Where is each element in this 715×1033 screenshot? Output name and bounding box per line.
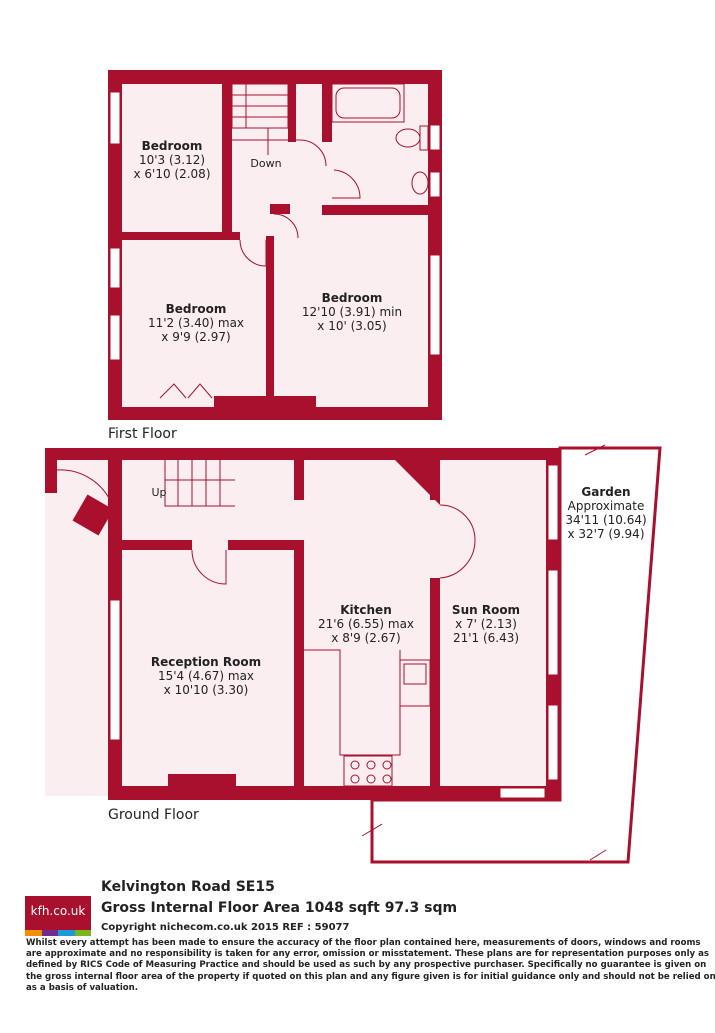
room-name: Reception Room (151, 655, 261, 669)
room-name: Kitchen (340, 603, 392, 617)
room-subtitle: Approximate (568, 499, 645, 513)
room-name: Sun Room (452, 603, 520, 617)
room-dimension: 10'3 (3.12) (139, 153, 205, 167)
room-dimension: 11'2 (3.40) max (148, 316, 244, 330)
logo-color-stripe (25, 930, 91, 936)
room-dimension: x 6'10 (2.08) (133, 167, 210, 181)
room-dimension: 21'1 (6.43) (453, 631, 519, 645)
ground-floor-plan (45, 444, 662, 864)
kfh-logo[interactable]: kfh.co.uk (25, 896, 91, 936)
copyright: Copyright nichecom.co.uk 2015 REF : 5907… (101, 922, 350, 933)
floor-plan: Bedroom 10'3 (3.12) x 6'10 (2.08) Bedroo… (45, 70, 662, 864)
ground-floor-title: Ground Floor (108, 807, 199, 823)
room-dimension: 15'4 (4.67) max (158, 669, 254, 683)
room-name: Bedroom (166, 302, 227, 316)
room-bedroom-3: Bedroom 12'10 (3.91) min x 10' (3.05) (302, 291, 402, 333)
room-reception: Reception Room 15'4 (4.67) max x 10'10 (… (151, 655, 261, 697)
room-dimension: x 9'9 (2.97) (161, 330, 230, 344)
room-dimension: 34'11 (10.64) (565, 513, 646, 527)
logo-text: kfh.co.uk (30, 904, 86, 918)
room-kitchen: Kitchen 21'6 (6.55) max x 8'9 (2.67) (318, 603, 414, 645)
room-name: Bedroom (142, 139, 203, 153)
room-garden: Garden Approximate 34'11 (10.64) x 32'7 … (565, 485, 646, 541)
room-name: Garden (581, 485, 630, 499)
room-dimension: 21'6 (6.55) max (318, 617, 414, 631)
room-bedroom-2: Bedroom 11'2 (3.40) max x 9'9 (2.97) (148, 302, 244, 344)
disclaimer-text: Whilst every attempt has been made to en… (26, 938, 715, 993)
room-dimension: x 32'7 (9.94) (567, 527, 644, 541)
room-dimension: x 10' (3.05) (317, 319, 386, 333)
stairs-up-label: Up (151, 486, 166, 499)
room-sun-room: Sun Room 21'1 (6.43) x 7' (2.13) (452, 603, 520, 645)
room-dimension: x 8'9 (2.67) (331, 631, 400, 645)
room-dimension: x 7' (2.13) (455, 617, 517, 631)
room-dimension: x 10'10 (3.30) (164, 683, 249, 697)
first-floor-title: First Floor (108, 426, 177, 442)
floor-area: Gross Internal Floor Area 1048 sqft 97.3… (101, 900, 458, 916)
room-dimension: 12'10 (3.91) min (302, 305, 402, 319)
first-floor-plan (108, 70, 442, 420)
room-name: Bedroom (322, 291, 383, 305)
stairs-down-label: Down (250, 157, 281, 170)
room-bedroom-1: Bedroom 10'3 (3.12) x 6'10 (2.08) (133, 139, 210, 181)
property-address: Kelvington Road SE15 (101, 879, 275, 895)
